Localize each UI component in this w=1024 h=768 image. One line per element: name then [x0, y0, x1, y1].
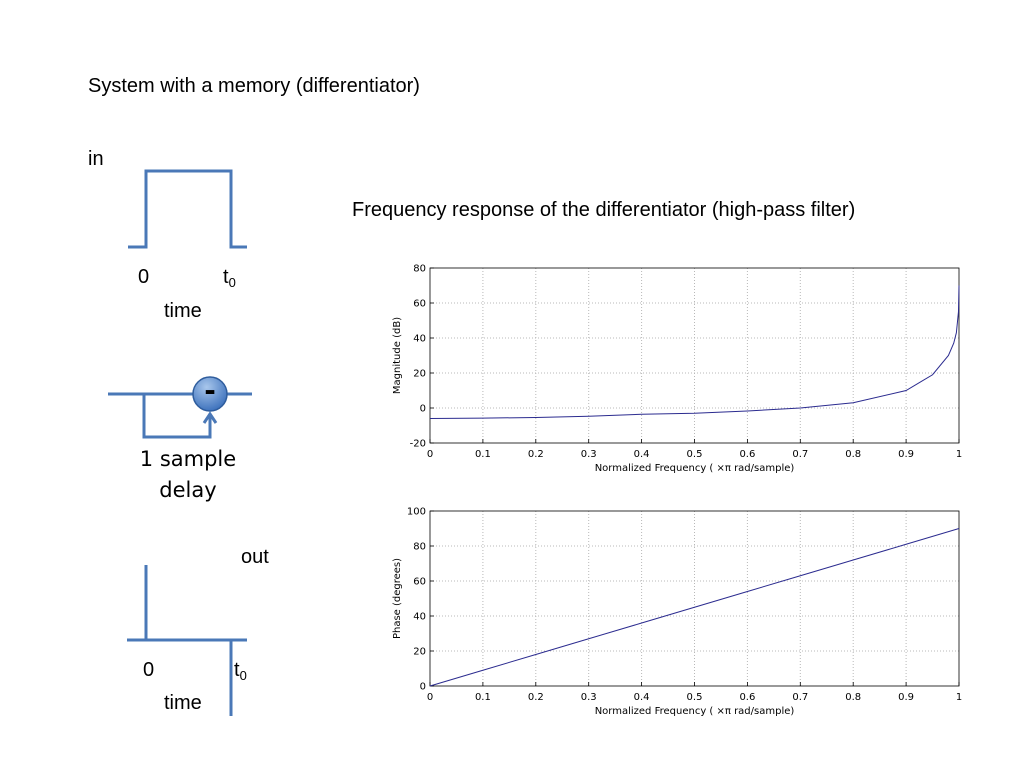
chart1-x-tick-label: 0.5 [687, 692, 703, 703]
chart0-y-tick-label: -20 [410, 439, 426, 450]
chart0-y-tick-label: 0 [420, 404, 426, 415]
input-label: in [88, 148, 104, 170]
chart1-plot-border [429, 510, 960, 687]
output-label: out [241, 546, 269, 568]
phase-chart: 0 0.1 0.2 0.3 0.4 0.5 0.6 0.7 0.8 0.9 1 0 20 40 60 80 10… [392, 507, 962, 718]
delay-label: 1 sample delay [139, 447, 237, 502]
input-zero-label: 0 [138, 266, 150, 288]
chart1-y-tick-label: 100 [407, 507, 426, 518]
chart0-x-tick-label: 0.1 [475, 449, 491, 460]
chart0-y-tick-label: 40 [413, 334, 426, 345]
chart0-x-tick-label: 0.9 [898, 449, 914, 460]
chart0-y-axis-label: Magnitude (dB) [392, 317, 403, 394]
chart0-x-tick-label: 0.5 [687, 449, 703, 460]
chart0-series-line [429, 285, 960, 419]
delay-arrow-head [202, 411, 218, 424]
chart1-x-tick-label: 0.4 [634, 692, 650, 703]
input-pulse-waveform [128, 169, 247, 249]
chart1-x-tick-label: 0.7 [792, 692, 808, 703]
chart1-y-axis-label: Phase (degrees) [392, 558, 403, 639]
input-time-label: time [164, 300, 202, 322]
chart1-x-tick-label: 1 [956, 692, 962, 703]
chart0-x-tick-label: 0.8 [845, 449, 861, 460]
chart1-x-tick-label: 0.1 [475, 692, 491, 703]
chart0-x-tick-label: 0.2 [528, 449, 544, 460]
chart0-x-tick-label: 0.4 [634, 449, 650, 460]
chart0-y-tick-label: 80 [413, 264, 426, 275]
chart1-y-tick-label: 60 [413, 577, 426, 588]
chart1-x-tick-label: 0.8 [845, 692, 861, 703]
signal-diagram: - [108, 169, 252, 716]
chart0-y-tick-label: 20 [413, 369, 426, 380]
chart1-y-tick-label: 40 [413, 612, 426, 623]
chart1-x-tick-label: 0.6 [739, 692, 755, 703]
chart0-y-tick-label: 60 [413, 299, 426, 310]
chart1-x-tick-label: 0 [427, 692, 433, 703]
chart1-series-line [429, 528, 960, 687]
summing-junction-icon [192, 376, 228, 412]
delay-path [142, 394, 212, 439]
slide-title: System with a memory (differentiator) [88, 75, 420, 97]
chart1-x-axis-label: Normalized Frequency ( ×π rad/sample) [595, 706, 795, 717]
chart1-x-tick-label: 0.9 [898, 692, 914, 703]
chart1-y-tick-label: 80 [413, 542, 426, 553]
output-zero-label: 0 [143, 659, 155, 681]
input-t0-label: t0 [223, 266, 236, 290]
chart0-x-tick-label: 0.3 [581, 449, 597, 460]
output-t0-label: t0 [234, 659, 247, 683]
chart1-x-tick-label: 0.3 [581, 692, 597, 703]
summing-operator: - [204, 374, 216, 407]
frequency-response-heading: Frequency response of the differentiator… [352, 199, 856, 221]
chart0-x-tick-label: 0.6 [739, 449, 755, 460]
chart0-plot-border [429, 267, 960, 444]
chart0-x-tick-label: 0 [427, 449, 433, 460]
chart0-x-tick-label: 0.7 [792, 449, 808, 460]
chart0-x-axis-label: Normalized Frequency ( ×π rad/sample) [595, 463, 795, 474]
chart1-y-tick-label: 20 [413, 647, 426, 658]
output-time-label: time [164, 692, 202, 714]
chart1-x-tick-label: 0.2 [528, 692, 544, 703]
chart1-y-tick-label: 0 [420, 682, 426, 693]
chart0-x-tick-label: 1 [956, 449, 962, 460]
